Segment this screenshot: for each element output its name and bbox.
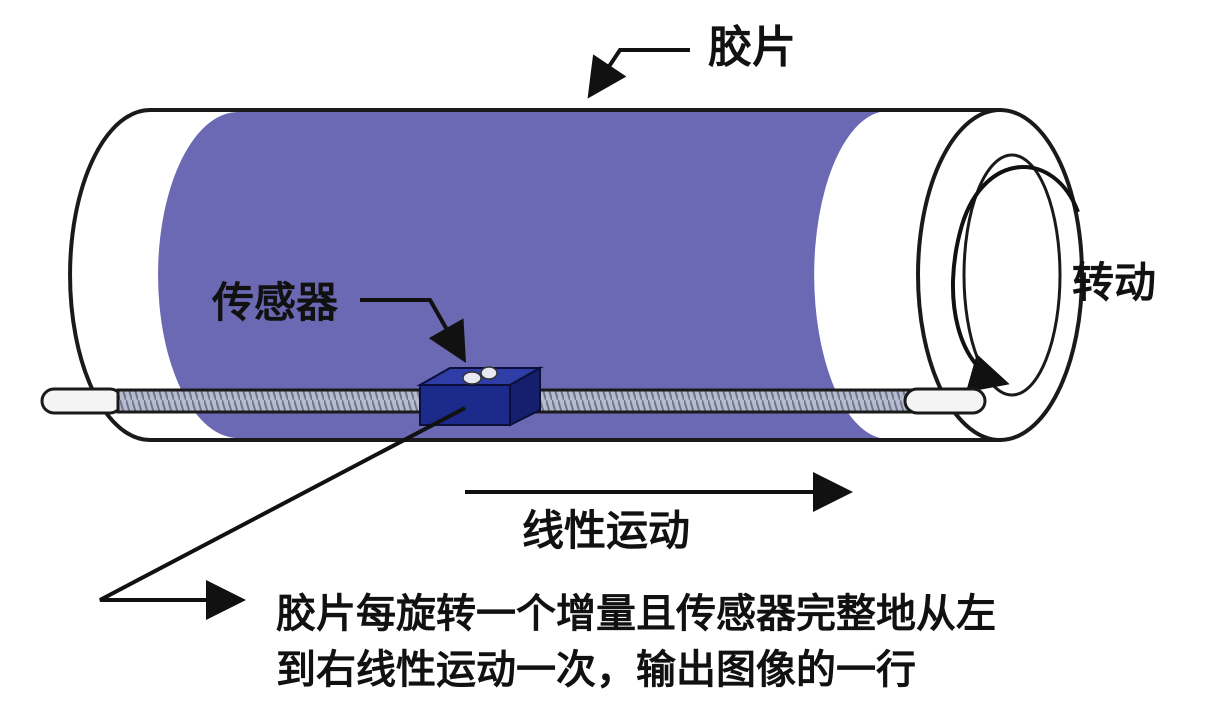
rod-right [903,387,987,415]
cylinder-right-end [916,108,1084,442]
film-pointer [587,48,690,99]
film-label: 胶片 [708,22,796,73]
film-region [158,112,881,438]
rotation-arrow [950,165,1080,393]
sensor-front [419,384,511,426]
caption-line-1: 胶片每旋转一个增量且传感器完整地从左 [276,591,996,637]
cylinder-inner-ring [962,153,1062,397]
linear-motion-label: 线性运动 [522,506,691,555]
sensor-lens-left [462,371,482,385]
rod-left [40,387,124,415]
caption-line-2: 到右线性运动一次，输出图像的一行 [276,647,916,693]
cylinder [68,108,1084,442]
sensor-lens-right [480,366,498,380]
sensor-label: 传感器 [212,278,339,327]
sensor-pointer [360,298,466,363]
caption: 胶片每旋转一个增量且传感器完整地从左 到右线性运动一次，输出图像的一行 [276,586,1176,698]
caption-pointer [99,406,466,620]
sensor-block [416,366,544,427]
rotation-label: 转动 [1072,258,1157,307]
